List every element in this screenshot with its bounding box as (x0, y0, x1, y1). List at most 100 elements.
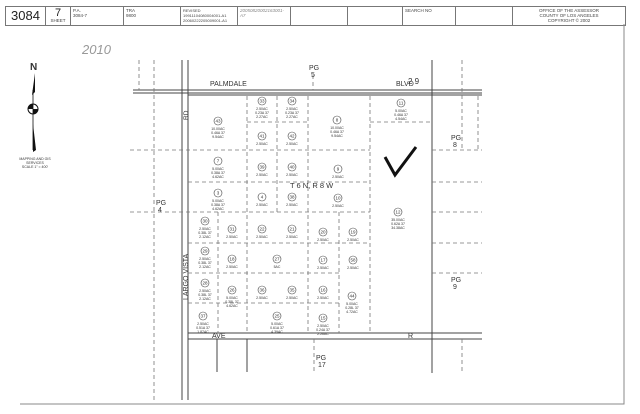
parcel-21[interactable]: 212.50AC (286, 224, 298, 239)
parcel-area: 0.38L 37 (198, 231, 212, 235)
parcel-18[interactable]: 182.50AC (226, 254, 238, 269)
parcel-number-circle (318, 227, 328, 237)
parcel-area: 35.00AC (391, 218, 405, 222)
parcel-area: 2.50AC (256, 203, 268, 207)
office-line: COUNTY OF LOS ANGELES (539, 13, 599, 18)
parcel-38[interactable]: 382.50AC (286, 192, 298, 207)
page-number: 7 (54, 7, 62, 19)
parcel-area: 2.50AC (256, 107, 268, 111)
parcel-number: 28 (202, 281, 208, 286)
page-ref-label: PG (156, 200, 166, 207)
parcel-number-circle (200, 246, 210, 256)
blank-cell (456, 7, 513, 25)
parcel-area: 10.00AC (330, 126, 344, 130)
search-cell: SEARCH NO (403, 7, 456, 25)
parcel-area: 2.27AC (286, 115, 298, 119)
parcel-number: 9 (337, 167, 340, 172)
parcel-19[interactable]: 192.50AC (347, 227, 359, 242)
north-arrow-icon: N (27, 62, 39, 152)
parcel-area: 2.50AC (226, 265, 238, 269)
street-label: PALMDALE (210, 81, 247, 88)
parcel-number: 41 (259, 134, 265, 139)
parcel-number: 10 (335, 196, 341, 201)
parcel-number: 37 (200, 314, 206, 319)
parcel-40[interactable]: 402.50AC (286, 162, 298, 177)
parcel-17[interactable]: 172.50AC (317, 255, 329, 270)
parcel-area: 0.61A 37 (270, 326, 284, 330)
page-ref-label: PG (451, 135, 461, 142)
parcel-number-circle (348, 255, 358, 265)
parcel-area: 0.28L 37 (345, 306, 359, 310)
page-ref-label: PG (309, 65, 319, 72)
pa-cell: P.A. 3084-7 (71, 7, 124, 25)
parcel-39[interactable]: 392.50AC (256, 162, 268, 177)
sheet-label: SHEET (50, 18, 66, 23)
parcel-number-circle (257, 285, 267, 295)
office-cell: OFFICE OF THE ASSESSOR COUNTY OF LOS ANG… (513, 7, 625, 25)
parcel-number-circle (272, 311, 282, 321)
parcel-22[interactable]: 222.50AC (256, 224, 268, 239)
parcel-area: 34.38AC (391, 226, 405, 230)
parcel-area: 2.50AC (332, 204, 344, 208)
parcel-number: 40 (289, 165, 295, 170)
parcel-9[interactable]: 9 2.50AC (332, 164, 344, 179)
parcel-area: 2.12AC (199, 235, 211, 239)
parcel-35[interactable]: 352.50AC (286, 285, 298, 300)
parcel-area: 10.00AC (211, 127, 225, 131)
parcel-42[interactable]: 422.50AC (286, 131, 298, 146)
parcel-number-circle (213, 116, 223, 126)
parcel-number: 4 (261, 195, 264, 200)
parcel-number: 30 (202, 219, 208, 224)
parcel-31[interactable]: 312.50AC (226, 224, 238, 239)
parcel-area: 2.50AC (256, 142, 268, 146)
parcel-27[interactable]: 27 5AC (272, 254, 282, 269)
parcel-20[interactable]: 202.50AC (317, 227, 329, 242)
parcel-number-circle (213, 188, 223, 198)
tra-cell: TRA 9800 (124, 7, 181, 25)
north-caption: SCALE 1" = 400' (22, 165, 48, 169)
parcel-number: 27 (274, 257, 280, 262)
parcel-4[interactable]: 4 2.50AC (256, 192, 268, 207)
parcel-16[interactable]: 162.50AC (317, 285, 329, 300)
page-ref-number: 9 (453, 284, 457, 291)
parcel-number: 19 (350, 230, 356, 235)
parcel-area: 4.62AC (212, 175, 224, 179)
revised-label: REVISED (183, 8, 201, 13)
parcel-36[interactable]: 362.50AC (256, 285, 268, 300)
parcel-area: 2.50AC (256, 173, 268, 177)
parcel-area: 2.50AC (199, 289, 211, 293)
parcel-area: 4.62AC (212, 207, 224, 211)
parcel-number-circle (200, 216, 210, 226)
page-ref-number: 5 (311, 72, 315, 79)
parcel-area: 2.50AC (332, 175, 344, 179)
parcel-58[interactable]: 582.50AC (347, 255, 359, 270)
parcel-area: 2.50AC (347, 266, 359, 270)
parcel-area: 2.26AC (317, 332, 329, 336)
parcel-number: 44 (349, 294, 355, 299)
parcel-area: 0.38A 37 (211, 203, 225, 207)
parcel-area: 5AC (274, 265, 281, 269)
map-frame (20, 24, 625, 405)
parcel-10[interactable]: 10 2.50AC (332, 193, 344, 208)
parcel-number: 33 (259, 99, 265, 104)
parcel-41[interactable]: 41 2.50AC (256, 131, 268, 146)
parcel-area: 0.38L 37 (225, 300, 239, 304)
parcel-area: 2.50AC (317, 266, 329, 270)
